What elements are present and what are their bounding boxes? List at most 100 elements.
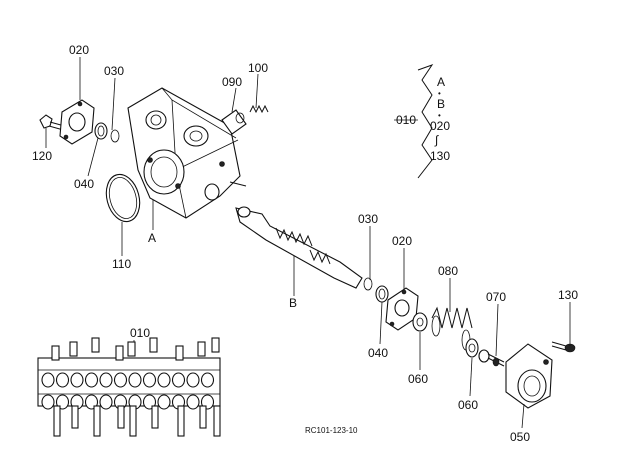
legend-group: 010 A • B • 020 ∫ 130 [396, 64, 450, 179]
spring-seat-icon [412, 312, 428, 332]
callout-030-mid: 030 [358, 212, 378, 226]
spring-080 [431, 306, 473, 351]
stack-port [128, 372, 142, 388]
bolt-070-nut [492, 357, 500, 367]
callout-020-top: 020 [69, 43, 89, 57]
cap-050 [505, 343, 553, 409]
plug-090 [221, 109, 247, 135]
spool-lands [275, 227, 313, 247]
stack-spool-top [51, 345, 60, 361]
large-o-ring-icon [105, 173, 141, 223]
flange-020-top [59, 99, 95, 145]
oring-110 [105, 173, 141, 223]
flange-mid-hole-1 [401, 289, 407, 295]
stack-spool-top [197, 341, 206, 357]
stack-port [99, 372, 113, 388]
flange-bore [68, 112, 86, 132]
spool-lands-2 [309, 249, 331, 265]
stack-spool-bottom [71, 405, 79, 429]
legend-line-020: 020 [430, 119, 450, 133]
port-upper-left [145, 110, 167, 130]
o-ring-inner [97, 125, 105, 137]
stack-port [186, 372, 200, 388]
spring-seat-inner [416, 317, 424, 327]
legend-bracket [417, 64, 434, 179]
stack-spool-bottom [53, 405, 61, 437]
bolt-070-head [478, 349, 490, 363]
bolt-130 [551, 341, 576, 353]
stack-spool-top [211, 337, 220, 353]
cap-dome [517, 369, 547, 403]
oring-040-mid [375, 285, 389, 303]
flange-hole-2 [63, 134, 69, 140]
stack-port [171, 372, 186, 388]
legend-line-b: B [437, 97, 445, 111]
callout-080: 080 [438, 264, 458, 278]
stack-port [99, 394, 113, 410]
stack-port [70, 372, 84, 388]
side-port [204, 183, 220, 201]
valve-stack-assembly [37, 337, 221, 437]
stack-spool-bottom [117, 405, 125, 429]
bore-bolt-hole-1 [147, 157, 153, 163]
legend-dot-1: • [438, 89, 441, 98]
callout-040-mid: 040 [368, 346, 388, 360]
leader-lines [45, 57, 571, 429]
stack-port [157, 394, 171, 410]
large-o-ring-inner [108, 177, 138, 219]
spring-seat-right-icon [465, 338, 479, 358]
stack-spool-top [69, 341, 78, 357]
callout-a: A [148, 231, 156, 245]
callout-090: 090 [222, 75, 242, 89]
cap-dome-inner [523, 375, 541, 397]
callout-110: 110 [112, 257, 131, 271]
stack-port [113, 372, 128, 388]
stack-port [200, 372, 215, 388]
port-upper-left-inner [150, 114, 162, 126]
bolt-130-shank [551, 341, 567, 351]
stack-spool-bottom [129, 405, 137, 437]
small-spring-icon [249, 104, 269, 114]
callout-060-left: 060 [408, 372, 428, 386]
main-bore [143, 149, 185, 195]
coil-spring-icon [431, 306, 473, 329]
stack-spool-top [127, 341, 136, 357]
stack-port [55, 372, 70, 388]
callout-060-right: 060 [458, 398, 478, 412]
stack-spool-top [91, 337, 100, 353]
seat-060-right [465, 338, 479, 358]
stack-spool-bottom [177, 405, 185, 437]
callout-labels: 020 030 090 100 120 040 110 A B 030 020 … [32, 43, 578, 444]
valve-body-a [127, 87, 247, 219]
stack-port [157, 372, 171, 388]
small-o-ring-icon [363, 277, 373, 291]
oring-040-top [94, 122, 108, 140]
stack-port [142, 372, 157, 388]
stack-spool-bottom [151, 405, 159, 429]
spool-shaft-icon [235, 207, 363, 289]
o-ring-mid-inner [378, 288, 386, 300]
oring-030-top [110, 129, 120, 143]
stack-spool-top [175, 345, 184, 361]
seat-060-left [412, 312, 428, 332]
callout-030-top: 030 [104, 64, 124, 78]
stack-spool-top [149, 337, 158, 353]
stack-spool-bottom [199, 405, 207, 429]
port-upper-right [183, 125, 209, 147]
stack-port [186, 394, 200, 410]
bolt-070 [478, 349, 505, 367]
plug-icon [221, 109, 247, 135]
o-ring-mid-icon [375, 285, 389, 303]
legend-tilde: ∫ [434, 133, 439, 147]
stack-port [41, 394, 55, 410]
flange-hole-1 [77, 101, 83, 107]
callout-130: 130 [558, 288, 578, 302]
callout-b: B [289, 296, 297, 310]
callout-040-top: 040 [74, 177, 94, 191]
port-upper-right-inner [189, 130, 203, 142]
callout-120: 120 [32, 149, 52, 163]
housing-mid-edge [175, 139, 239, 171]
spring-end-left [431, 315, 441, 337]
callout-100: 100 [248, 61, 268, 75]
